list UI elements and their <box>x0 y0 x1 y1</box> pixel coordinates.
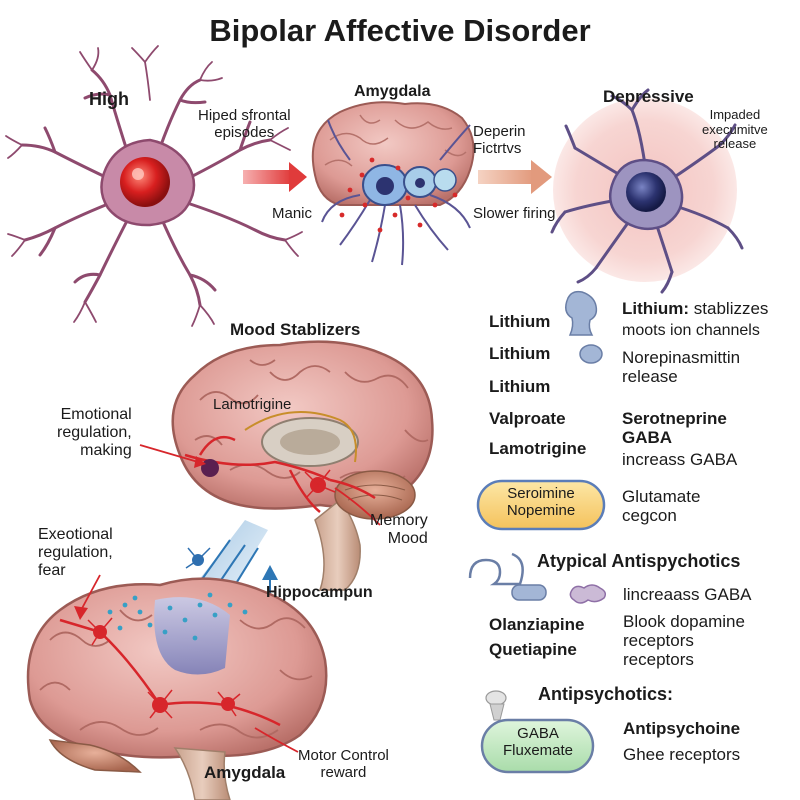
lithium-ion-icon <box>579 344 603 364</box>
drug-name-quetiapine: Quetiapine <box>489 640 577 659</box>
lithium-description-line2: moots ion channels <box>622 322 760 339</box>
motor-pointer <box>254 727 299 753</box>
lithium-description-title: Lithium: <box>622 299 690 318</box>
exeotional-pointer <box>79 574 101 613</box>
emotional-regulation-label: Emotional regulation, making <box>57 406 132 459</box>
antipsychotic-capsule-icon <box>511 584 547 601</box>
hiped-label: Hiped sfrontal episodes <box>198 107 291 141</box>
hippocampus-label: Hippocampun <box>266 584 373 601</box>
drug-name-lithium-1: Lithium <box>489 312 551 331</box>
high-label: High <box>89 89 129 109</box>
motor-control-label: Motor Control reward <box>298 747 389 781</box>
seroimine-pill <box>476 479 606 531</box>
manic-label: Manic <box>272 205 313 222</box>
depressive-label: Depressive <box>603 87 694 106</box>
lithium-description: Lithium: stablizzes <box>622 299 768 318</box>
antipsychotics-heading: Antipsychotics: <box>538 684 674 704</box>
lamotrigine-brain-label: Lamotrigine <box>213 396 292 413</box>
drug-name-lithium-3: Lithium <box>489 377 551 396</box>
glutamate-label: Glutamate cegcon <box>622 487 701 526</box>
antipsychotic-hook-icon <box>468 552 524 586</box>
drug-name-valproate: Valproate <box>489 409 566 428</box>
emotional-pointer <box>139 444 199 463</box>
upper-brain <box>171 340 434 591</box>
lithium-description-text: stablizzes <box>693 299 769 318</box>
amygdala-bottom-label: Amygdala <box>204 763 286 782</box>
increase-gaba-atypical-label: lincreaass GABA <box>623 585 752 604</box>
memory-mood-label: Memory Mood <box>370 512 428 547</box>
lower-brain <box>26 577 328 800</box>
gaba-fluxemate-pill <box>480 718 595 774</box>
block-dopamine-label: Blook dopamine receptors receptors <box>623 612 745 670</box>
gaba-receptor-icon <box>569 584 607 604</box>
atypical-antipsychotics-heading: Atypical Antispychotics <box>537 551 741 571</box>
exeotional-regulation-label: Exeotional regulation, fear <box>38 526 113 579</box>
page-title: Bipolar Affective Disorder <box>209 13 591 48</box>
memory-pointer <box>334 487 381 526</box>
mood-stabilizers-heading: Mood Stablizers <box>230 320 361 339</box>
antipsychotics-drop-icon <box>485 690 507 706</box>
lithium-molecule-icon <box>565 290 598 336</box>
amygdala-brain-section <box>311 101 475 266</box>
gaba-fluxemate-pill-text: GABA Fluxemate <box>502 725 574 759</box>
drug-name-olanzapine: Olanziapine <box>489 615 585 634</box>
seroimine-pill-text: Seroimine Nopemine <box>506 485 576 519</box>
depressive-nucleus <box>626 172 666 212</box>
high-neuron-nucleus <box>120 157 170 207</box>
drug-name-lamotrigine: Lamotrigine <box>489 439 587 458</box>
impaded-label: Impaded execumitve release <box>702 107 768 152</box>
deperin-label: Deperin Fictrtvs <box>473 123 526 157</box>
antipsychoine-label: Antipsychoine <box>623 719 741 738</box>
increase-gaba-label: increass GABA <box>622 450 738 469</box>
norepinephrine-label: Norepinasmittin release <box>622 348 741 387</box>
drug-name-lithium-2: Lithium <box>489 344 551 363</box>
amygdala-top-label: Amygdala <box>354 83 431 100</box>
progression-arrow-2 <box>478 160 552 194</box>
progression-arrow-1 <box>243 162 307 192</box>
ghee-receptors-label: Ghee receptors <box>623 745 741 764</box>
slower-firing-label: Slower firing <box>473 205 556 222</box>
serotonin-gaba-label: Serotneprine GABA <box>622 409 727 448</box>
